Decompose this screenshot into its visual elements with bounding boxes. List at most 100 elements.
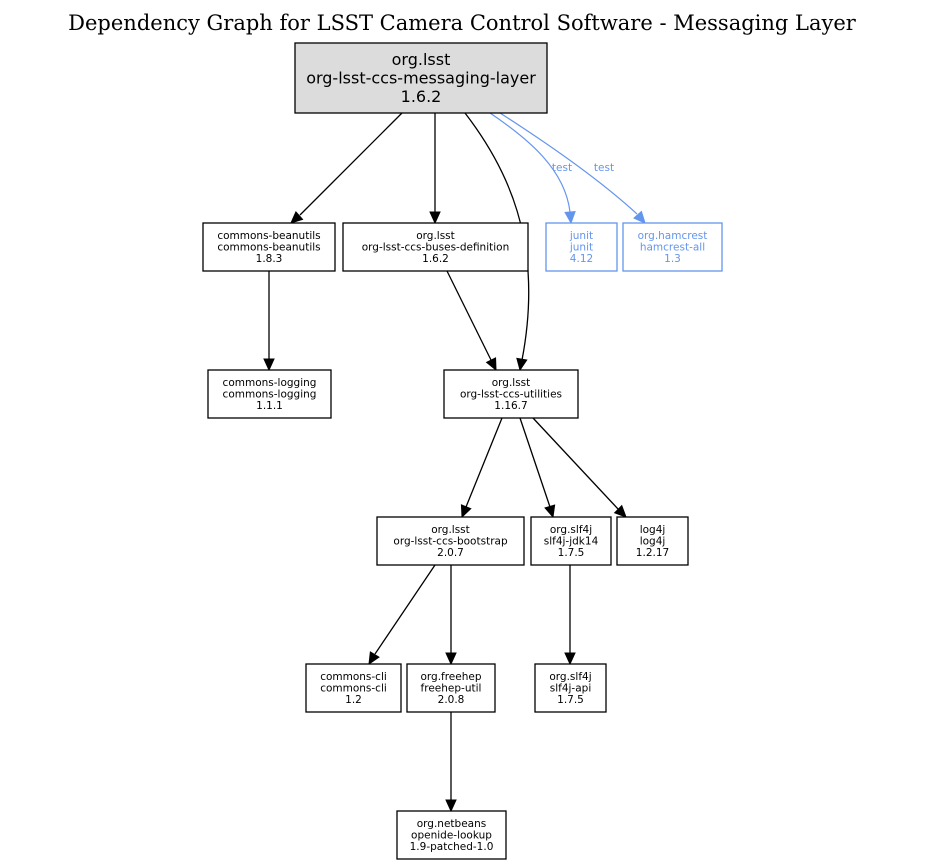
arrowhead-icon (516, 357, 528, 372)
arrowhead-icon (445, 799, 457, 813)
node-artifact: hamcrest-all (640, 242, 705, 254)
node-openide[interactable]: org.netbeansopenide-lookup1.9-patched-1.… (396, 810, 507, 860)
node-version: 1.3 (664, 253, 681, 265)
node-artifact: commons-logging (223, 389, 317, 401)
node-buses[interactable]: org.lsstorg-lsst-ccs-buses-definition1.6… (342, 222, 529, 272)
edge-root-utilities (464, 112, 530, 372)
node-artifact: slf4j-api (550, 683, 592, 695)
node-box (342, 222, 529, 272)
node-version: 1.1.1 (256, 400, 283, 412)
edge-buses-utilities (446, 270, 497, 372)
arrowhead-icon (544, 504, 556, 519)
node-box (207, 369, 332, 419)
edge-root-hamcrest: test (499, 112, 646, 224)
node-box (616, 516, 689, 566)
node-artifact: commons-cli (320, 683, 387, 695)
node-artifact: freehep-util (421, 683, 482, 695)
node-version: 1.2.17 (636, 547, 669, 559)
node-version: 1.2 (345, 694, 362, 706)
edge-beanutils-logging (263, 271, 275, 372)
arrowhead-icon (633, 210, 646, 224)
node-group: org.lsst (416, 230, 455, 242)
edge-jdk14-slf4japi (564, 565, 576, 666)
node-box (294, 42, 548, 114)
arrowhead-icon (445, 652, 457, 666)
node-artifact: slf4j-jdk14 (544, 536, 599, 548)
edge-utilities-log4j (532, 417, 627, 518)
node-group: org.lsst (431, 524, 470, 536)
node-group: log4j (640, 524, 666, 536)
node-artifact: org-lsst-ccs-bootstrap (393, 536, 508, 548)
node-group: org.freehep (420, 671, 481, 683)
node-group: commons-logging (223, 377, 317, 389)
node-artifact: org-lsst-ccs-messaging-layer (306, 69, 536, 88)
edge-line (299, 112, 403, 216)
edge-line (532, 417, 619, 510)
edge-label: test (552, 162, 572, 174)
arrowhead-icon (485, 357, 497, 372)
node-box (622, 222, 723, 272)
edge-line (464, 112, 530, 361)
arrowhead-icon (290, 211, 304, 224)
edge-root-junit: test (489, 112, 576, 225)
node-version: 2.0.8 (438, 694, 465, 706)
edge-bootstrap-cli (368, 564, 436, 666)
node-group: org.netbeans (417, 818, 486, 830)
node-artifact: org-lsst-ccs-utilities (460, 389, 562, 401)
edge-line (489, 112, 571, 213)
edge-root-buses (429, 113, 441, 225)
graph-title: Dependency Graph for LSST Camera Control… (68, 11, 857, 35)
node-version: 1.6.2 (401, 87, 442, 106)
node-version: 1.16.7 (494, 400, 527, 412)
node-box (305, 663, 402, 713)
node-group: org.lsst (492, 377, 531, 389)
node-group: org.hamcrest (638, 230, 708, 242)
edge-root-beanutils (290, 112, 403, 224)
edge-line (374, 564, 436, 655)
node-version: 1.8.3 (256, 253, 283, 265)
node-artifact: commons-beanutils (217, 242, 320, 254)
arrowhead-icon (460, 504, 472, 519)
arrowhead-icon (263, 358, 275, 372)
edges-layer: test test (263, 112, 646, 813)
arrowhead-icon (564, 211, 576, 225)
edge-freehep-openide (445, 712, 457, 813)
arrowhead-icon (564, 652, 576, 666)
node-group: org.slf4j (550, 524, 592, 536)
node-box (443, 369, 579, 419)
edge-bootstrap-freehep (445, 565, 457, 666)
edge-line (465, 417, 503, 508)
arrowhead-icon (368, 651, 380, 666)
node-version: 1.7.5 (558, 547, 585, 559)
node-version: 1.9-patched-1.0 (410, 841, 494, 853)
node-version: 1.7.5 (557, 694, 584, 706)
node-root[interactable]: org.lsstorg-lsst-ccs-messaging-layer1.6.… (294, 42, 548, 114)
edge-label: test (594, 162, 614, 174)
node-box (396, 810, 507, 860)
edge-line (499, 112, 638, 215)
node-version: 4.12 (570, 253, 593, 265)
node-box (530, 516, 612, 566)
edge-line (519, 417, 551, 508)
node-version: 2.0.7 (437, 547, 464, 559)
node-group: commons-beanutils (217, 230, 320, 242)
node-artifact: log4j (640, 536, 666, 548)
node-artifact: openide-lookup (411, 830, 492, 842)
edge-utilities-jdk14 (519, 417, 556, 519)
node-version: 1.6.2 (422, 253, 449, 265)
node-artifact: junit (569, 242, 593, 254)
edge-utilities-bootstrap (460, 417, 503, 519)
node-group: org.slf4j (549, 671, 591, 683)
